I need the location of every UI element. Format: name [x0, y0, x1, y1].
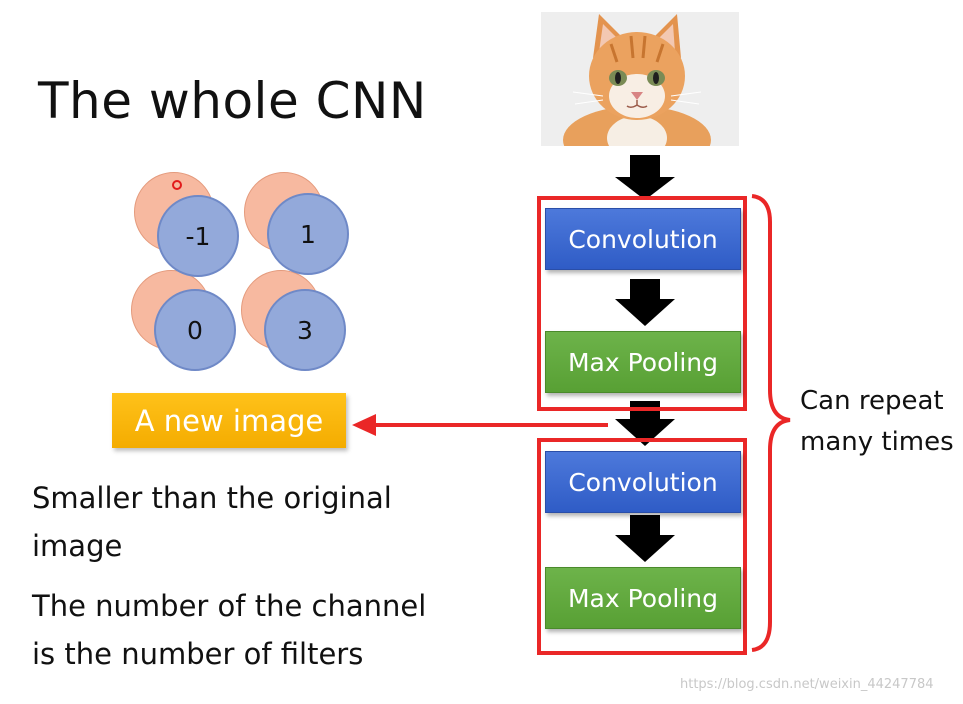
repeat-line: many times	[800, 427, 954, 457]
feature-value: -1	[185, 221, 211, 251]
text-line: is the number of filters	[32, 637, 364, 671]
kitten-image	[541, 12, 739, 146]
convolution-block: Convolution	[545, 208, 741, 270]
down-arrow-icon	[615, 155, 675, 200]
feature-value-circle: 3	[264, 289, 346, 371]
text-line: image	[32, 529, 123, 563]
convolution-block: Convolution	[545, 451, 741, 513]
new-image-label: A new image	[112, 393, 346, 448]
watermark: https://blog.csdn.net/weixin_44247784	[680, 677, 934, 692]
down-arrow-icon	[615, 515, 675, 562]
repeat-line: Can repeat	[800, 386, 944, 416]
repeat-label: Can repeat many times	[800, 381, 954, 463]
left-arrow-icon	[352, 414, 608, 436]
repeat-bracket-icon	[751, 194, 791, 652]
feature-value: 1	[300, 219, 316, 249]
text-line: Smaller than the original	[32, 481, 392, 515]
feature-value-circle: 1	[267, 193, 349, 275]
down-arrow-icon	[615, 279, 675, 326]
max-pooling-block: Max Pooling	[545, 567, 741, 629]
pointer-dot-icon	[172, 180, 182, 190]
description-channels: The number of the channel is the number …	[32, 582, 512, 678]
feature-value: 0	[187, 315, 203, 345]
description-smaller: Smaller than the original image	[32, 474, 492, 570]
feature-value-circle: 0	[154, 289, 236, 371]
feature-value-circle: -1	[157, 195, 239, 277]
text-line: The number of the channel	[32, 589, 427, 623]
slide-title: The whole CNN	[38, 72, 427, 130]
layer-group-box-2	[537, 438, 747, 655]
feature-value: 3	[297, 315, 313, 345]
kitten-illustration	[541, 12, 739, 146]
layer-group-box-1	[537, 196, 747, 411]
max-pooling-block: Max Pooling	[545, 331, 741, 393]
